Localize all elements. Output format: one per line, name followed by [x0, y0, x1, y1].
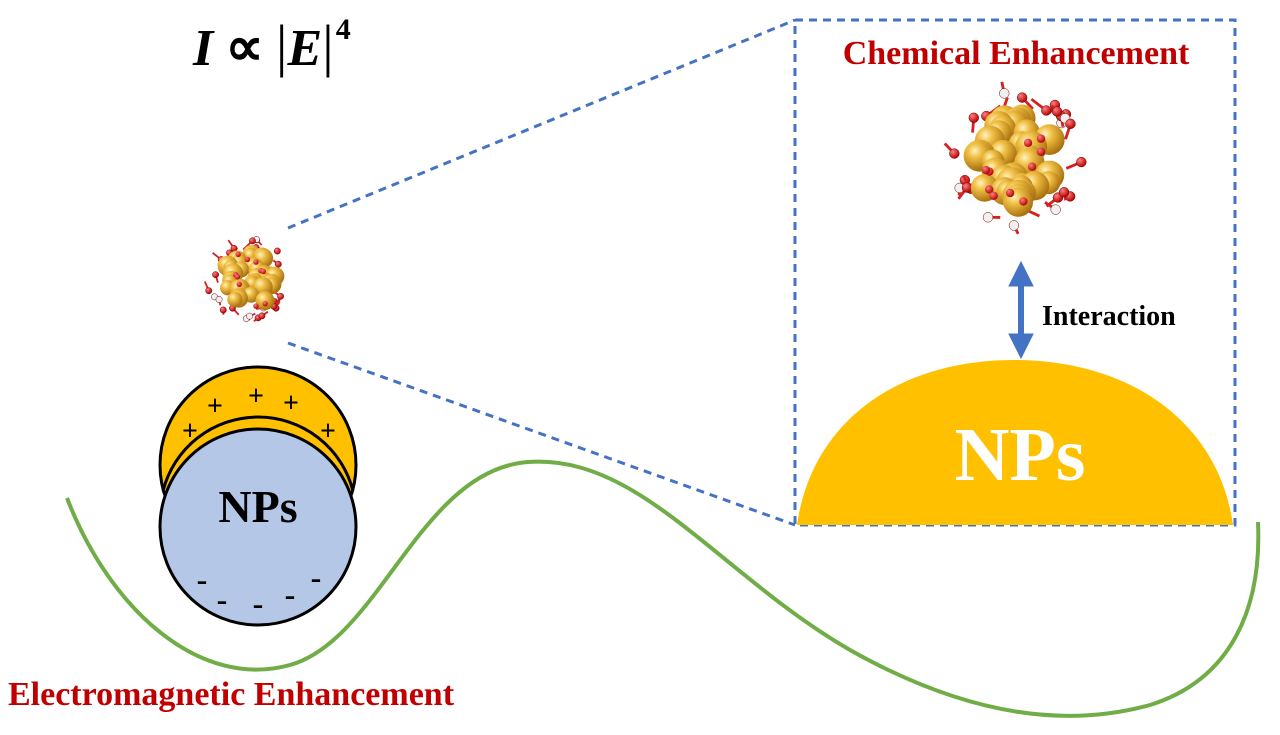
- formula-intensity: I: [193, 20, 214, 77]
- ligand-atom: [982, 212, 994, 223]
- ligand-atom: [215, 296, 223, 303]
- ligand-atom: [273, 247, 281, 255]
- formula-abs-right: |: [322, 13, 334, 78]
- formula-field: E: [287, 20, 323, 77]
- nps-dome: [797, 360, 1233, 525]
- ligand-atom: [258, 312, 266, 320]
- gold-atom: [227, 291, 243, 308]
- negative-charge: -: [253, 585, 264, 621]
- surface-atom: [1036, 134, 1046, 143]
- zoom-line-bottom: [287, 341, 796, 527]
- ligand-atom: [274, 260, 282, 268]
- surface-atom: [1027, 162, 1037, 171]
- cluster-large: [943, 81, 1087, 235]
- surface-atom: [989, 191, 998, 201]
- particle-label: NPs: [218, 481, 297, 532]
- ligand-atom: [1051, 106, 1063, 117]
- positive-charge: +: [182, 416, 198, 447]
- surface-atom: [234, 274, 241, 280]
- gold-atom: [255, 291, 275, 311]
- ligand-atom: [999, 88, 1010, 99]
- surface-atom: [253, 303, 259, 309]
- ligand-atom: [949, 148, 960, 159]
- formula-proportional-symbol: ∝: [225, 17, 264, 77]
- negative-charges: -----: [197, 559, 322, 621]
- ligand-atom: [1008, 220, 1020, 231]
- ligand-atom: [1017, 92, 1028, 103]
- zoom-line-top: [287, 18, 796, 230]
- cluster-small: [203, 236, 285, 323]
- ligand-atom: [205, 287, 213, 295]
- surface-atom: [1019, 197, 1028, 206]
- positive-charges: + + + + +: [182, 381, 336, 447]
- ligand-atom: [1058, 187, 1070, 198]
- surface-atom: [235, 251, 241, 258]
- negative-charge: -: [285, 576, 296, 612]
- particle-positive-outline: [161, 415, 355, 492]
- negative-charge: -: [311, 559, 322, 595]
- negative-charge: -: [197, 561, 208, 597]
- ligand-atom: [1041, 105, 1052, 116]
- em-wave-curve: [65, 459, 1261, 718]
- surface-atom: [253, 259, 259, 265]
- surface-atom: [262, 300, 268, 307]
- ligand-atom: [212, 271, 219, 279]
- surface-atom: [1005, 188, 1015, 198]
- chemical-enhancement-title: Chemical Enhancement: [843, 35, 1190, 72]
- intensity-formula: I∝|E|4: [193, 13, 351, 86]
- ligand-atom: [249, 237, 256, 245]
- surface-atom: [1036, 147, 1046, 156]
- interaction-arrow: [1008, 260, 1034, 360]
- ligand-atom: [961, 182, 973, 193]
- interaction-label: Interaction: [1042, 301, 1176, 332]
- formula-abs-left: |: [275, 13, 288, 78]
- ligand-atom: [246, 312, 253, 320]
- positive-charge: +: [320, 416, 336, 447]
- surface-atom: [260, 268, 267, 275]
- ligand-atom: [277, 292, 284, 300]
- ligand-atom: [1076, 156, 1087, 168]
- positive-charge: +: [283, 388, 299, 419]
- particle-negative-lobe: [158, 427, 358, 627]
- surface-atom: [244, 256, 251, 263]
- surface-atom: [1023, 138, 1033, 148]
- positive-charge: +: [207, 391, 223, 422]
- electromagnetic-enhancement-title: Electromagnetic Enhancement: [8, 676, 455, 713]
- ligand-atom: [1065, 118, 1076, 129]
- formula-exponent: 4: [335, 13, 351, 46]
- surface-atom: [236, 281, 242, 288]
- ligand-atom: [1050, 204, 1061, 215]
- ligand-atom: [219, 306, 227, 314]
- surface-atom: [981, 165, 991, 175]
- positive-charge: +: [248, 381, 264, 412]
- negative-charge: -: [217, 581, 228, 617]
- surface-atom: [985, 185, 994, 194]
- ligand-atom: [968, 112, 979, 123]
- nps-dome-label: NPs: [955, 413, 1086, 497]
